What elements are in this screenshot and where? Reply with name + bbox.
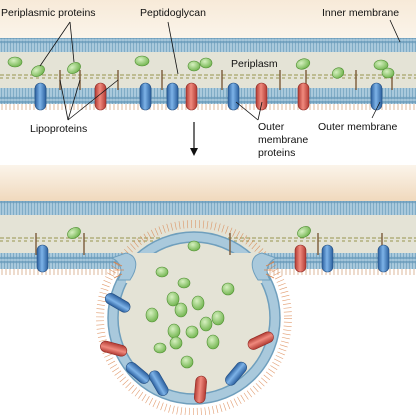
periplasmic-proteins-2 — [67, 226, 311, 369]
label-lipoproteins: Lipoproteins — [30, 123, 87, 135]
periplasm-1 — [0, 52, 416, 88]
outer-membrane-2-left — [0, 253, 126, 269]
down-arrow-icon — [190, 122, 198, 156]
cytoplasm-top-2 — [0, 165, 416, 201]
leader-lines-1 — [39, 19, 401, 121]
panel-after — [0, 165, 416, 415]
outer-membrane-2-right — [262, 253, 416, 269]
inner-membrane-1 — [0, 38, 416, 52]
cytoplasm-top-1 — [0, 0, 416, 38]
label-outer-membrane-proteins-line1: Outer — [258, 121, 285, 133]
outer-membrane-proteins-1 — [34, 82, 383, 111]
periplasmic-proteins-1 — [7, 55, 395, 79]
label-periplasm: Periplasm — [231, 58, 278, 70]
label-periplasmic-proteins: Periplasmic proteins — [1, 7, 96, 19]
label-outer-membrane-proteins-line2: membrane — [258, 134, 308, 146]
panel-before: Periplasmic proteins Peptidoglycan Inner… — [0, 0, 416, 159]
lps-fringe-1 — [1, 104, 415, 110]
label-outer-membrane: Outer membrane — [318, 121, 398, 133]
label-inner-membrane: Inner membrane — [322, 7, 399, 19]
label-outer-membrane-proteins-line3: proteins — [258, 147, 295, 159]
label-peptidoglycan: Peptidoglycan — [140, 7, 206, 19]
lipoproteins-1 — [59, 70, 393, 90]
inner-membrane-2 — [0, 201, 416, 215]
outer-membrane-proteins-2 — [36, 244, 390, 404]
lipoproteins-2 — [35, 233, 383, 255]
